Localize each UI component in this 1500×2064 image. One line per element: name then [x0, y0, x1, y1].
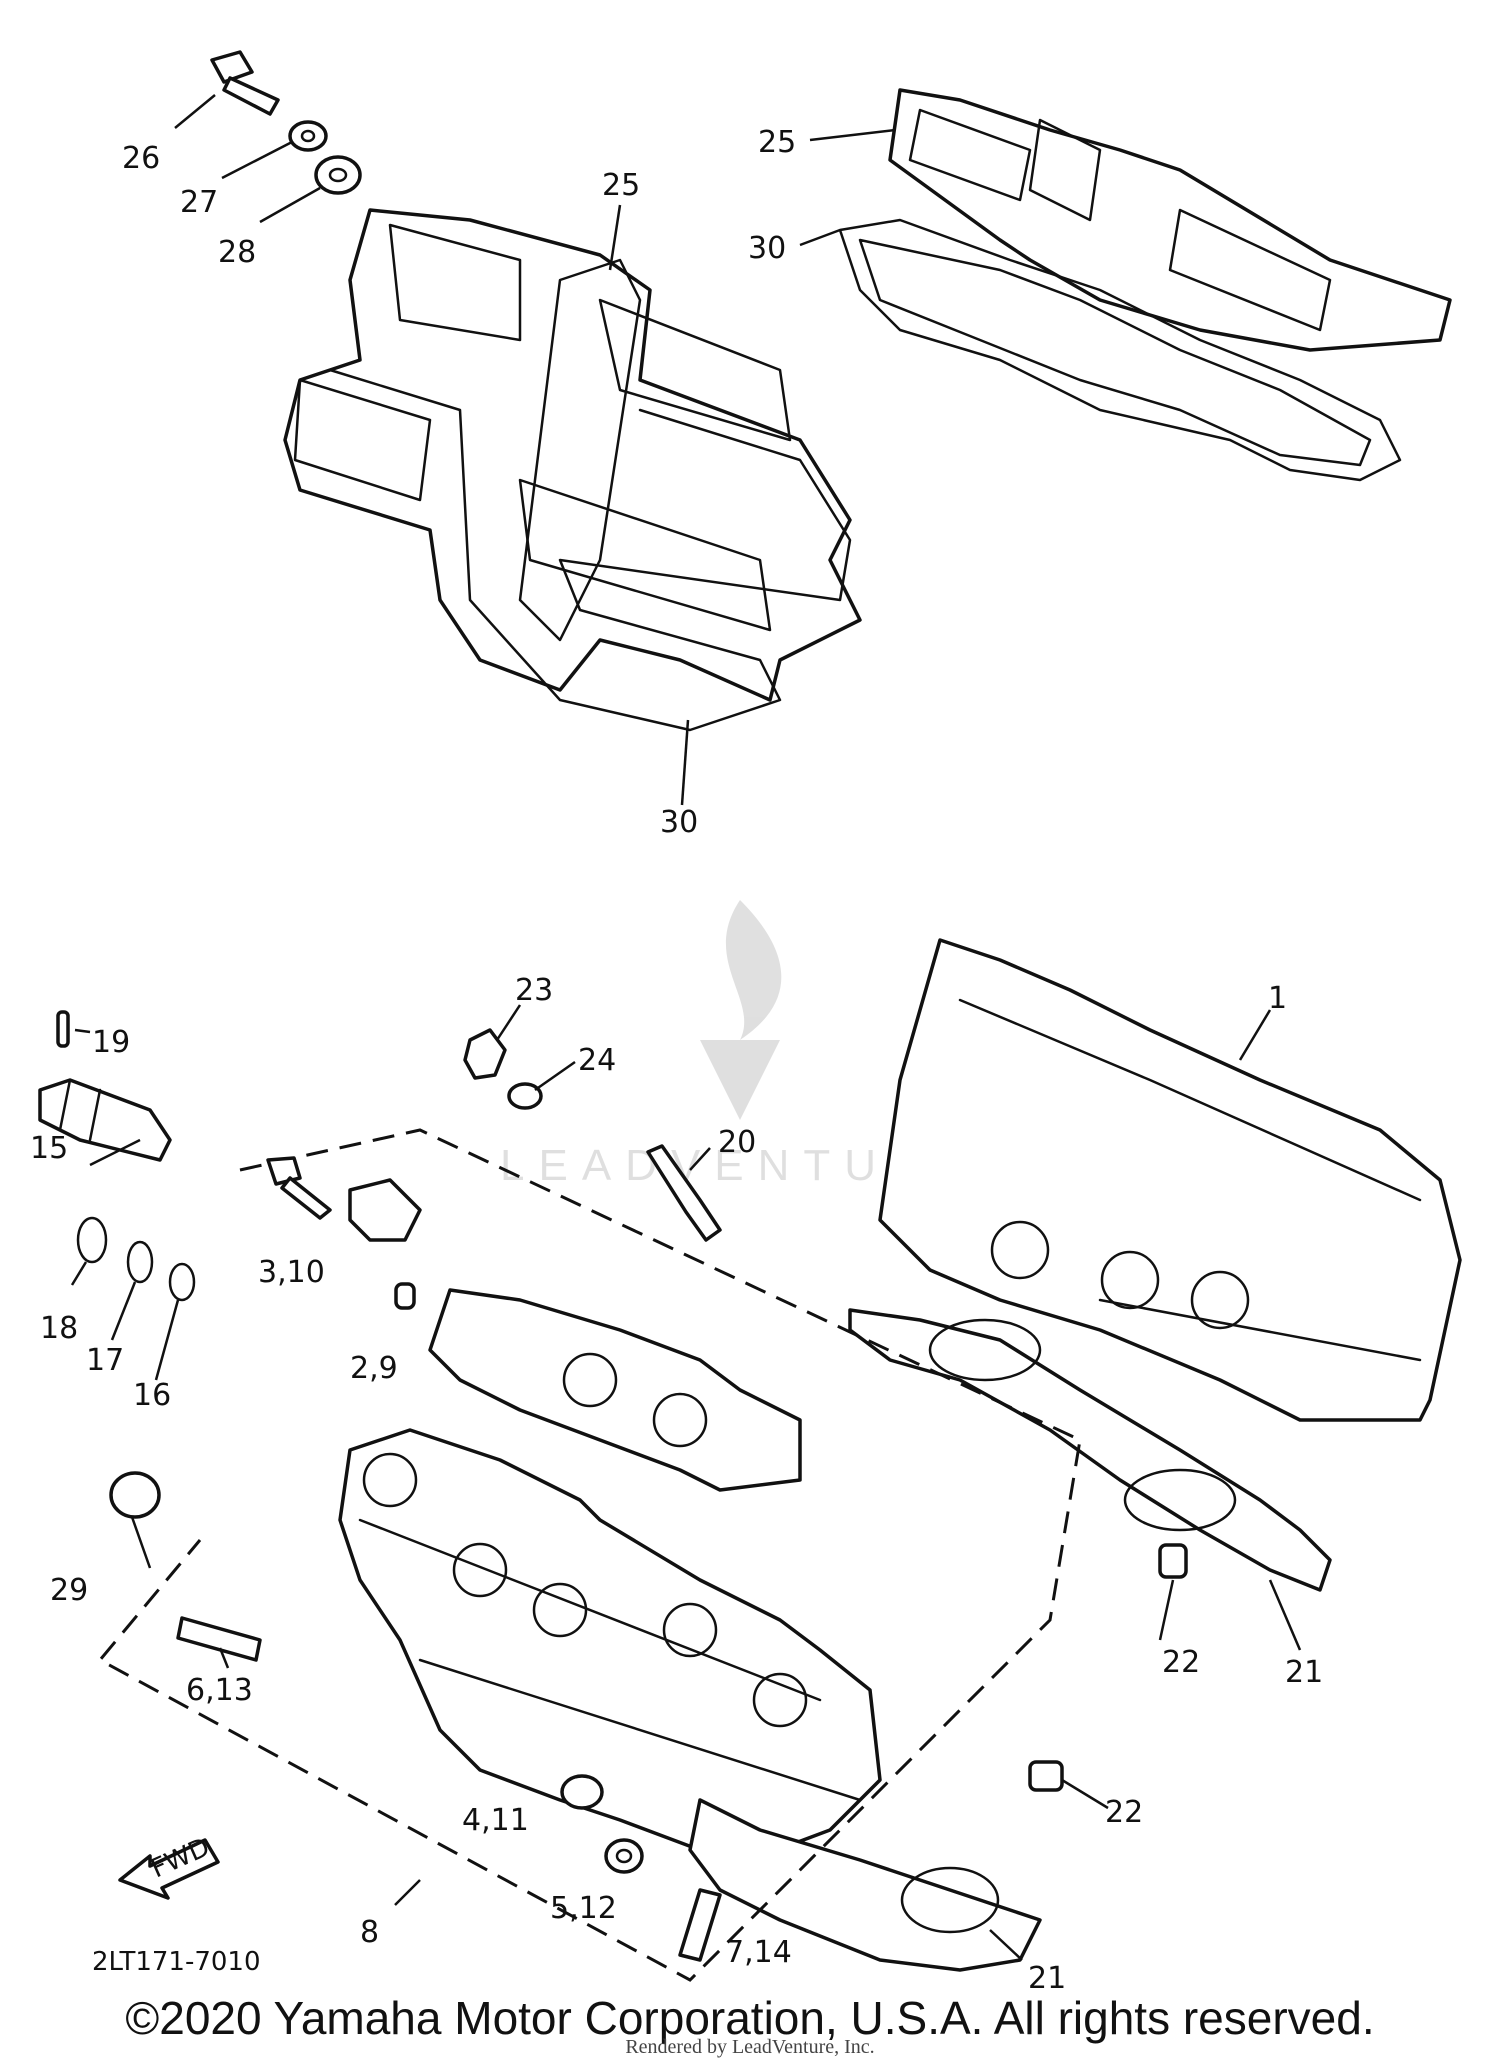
- callout-labels: 1 2,9 3,10 4,11 5,12 6,13 7,14 8 15 16 1…: [30, 125, 1323, 1990]
- callout-27: 27: [180, 185, 218, 220]
- callout-28: 28: [218, 235, 256, 270]
- callout-17: 17: [86, 1343, 124, 1378]
- callout-6-13: 6,13: [186, 1673, 253, 1708]
- callout-18: 18: [40, 1311, 78, 1346]
- nut-23: [463, 1028, 507, 1080]
- callout-30-rear: 30: [748, 231, 786, 266]
- callout-20: 20: [718, 1125, 756, 1160]
- leader-lines: [70, 94, 1302, 1961]
- callout-4-11: 4,11: [462, 1803, 529, 1838]
- callout-22-lower: 22: [1105, 1795, 1143, 1830]
- callout-16: 16: [133, 1378, 171, 1413]
- dowel-pin-22-lower: [1028, 1760, 1064, 1792]
- head-cover-gasket-rear: [838, 218, 1402, 482]
- callout-5-12: 5,12: [550, 1891, 617, 1926]
- callout-2-9: 2,9: [350, 1351, 398, 1386]
- o-ring-18: [76, 1216, 108, 1264]
- washer-24: [507, 1082, 543, 1110]
- washer-5-12: [604, 1838, 644, 1874]
- stud-7-14: [678, 1888, 722, 1962]
- cylinder-head-1: [878, 938, 1462, 1422]
- callout-26: 26: [122, 141, 160, 176]
- grommet-28: [314, 155, 362, 195]
- head-gasket-21-front: [688, 1798, 1042, 1972]
- forward-direction-arrow: FWD: [118, 1832, 220, 1900]
- cylinder-head-exploded-diagram: LEADVENTURE: [30, 50, 1462, 1990]
- callout-15: 15: [30, 1131, 68, 1166]
- copyright-notice: ©2020 Yamaha Motor Corporation, U.S.A. A…: [125, 1992, 1375, 2044]
- valve-assembly-dashed-boundary: [97, 1128, 1082, 1982]
- callout-3-10: 3,10: [258, 1255, 325, 1290]
- callout-7-14: 7,14: [725, 1935, 792, 1970]
- head-cover-rear: [888, 88, 1452, 352]
- callout-29: 29: [50, 1573, 88, 1608]
- pin-19: [56, 1010, 70, 1048]
- callout-19: 19: [92, 1025, 130, 1060]
- bolt-3-10: [266, 1156, 332, 1220]
- spark-plug-20: [646, 1144, 722, 1242]
- washer-27: [288, 120, 328, 152]
- callout-21-front: 21: [1028, 1961, 1066, 1990]
- o-ring-17: [126, 1240, 154, 1284]
- diagram-code: 2LT171-7010: [92, 1947, 261, 1977]
- cylinder-head-front: [338, 1288, 882, 1862]
- callout-1: 1: [1268, 981, 1287, 1016]
- callout-23: 23: [515, 973, 553, 1008]
- callout-25-front: 25: [602, 168, 640, 203]
- dowel-pin-22-upper: [1158, 1543, 1188, 1579]
- callout-21-rear: 21: [1285, 1655, 1323, 1690]
- head-cover-front: [283, 208, 862, 702]
- cap-29: [109, 1471, 161, 1519]
- nut-4-11: [560, 1774, 604, 1810]
- head-cover-gasket-front: [328, 368, 852, 732]
- o-ring-16: [168, 1262, 196, 1302]
- bolt-6-13: [176, 1616, 262, 1662]
- bolt-26: [210, 50, 280, 116]
- callout-8: 8: [360, 1915, 379, 1950]
- rendered-by-notice: Rendered by LeadVenture, Inc.: [625, 2036, 875, 2058]
- callout-22-upper: 22: [1162, 1645, 1200, 1680]
- bracket-2-9: [348, 1178, 422, 1310]
- callout-30-front: 30: [660, 805, 698, 840]
- callout-24: 24: [578, 1043, 616, 1078]
- callout-25-rear: 25: [758, 125, 796, 160]
